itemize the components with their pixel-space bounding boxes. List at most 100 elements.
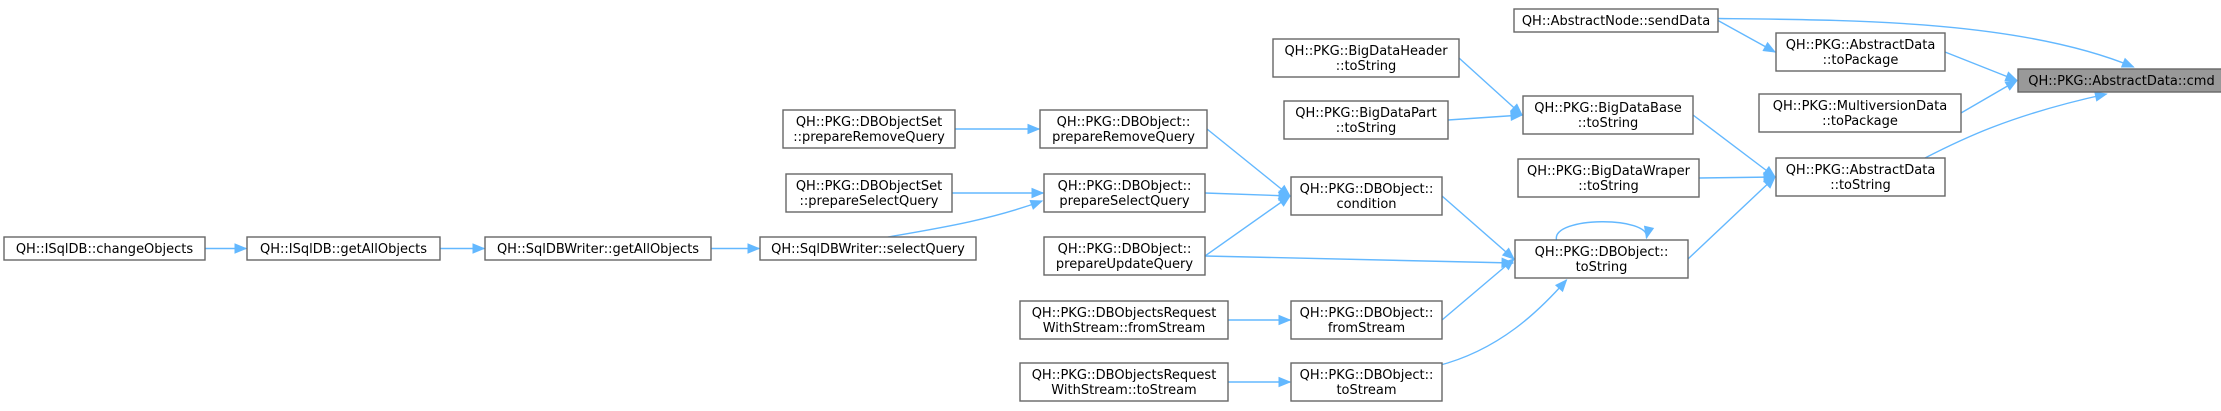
edge-arrowhead: [1027, 123, 1041, 135]
node-from-stream[interactable]: QH::PKG::DBObject::fromStream: [1290, 300, 1443, 340]
node-to-package[interactable]: QH::PKG::AbstractData::toPackage: [1775, 32, 1946, 72]
edge-prep-remove-to-condition: [1206, 128, 1292, 197]
edge-change-objects-to-isql-get-all: [205, 243, 248, 254]
node-label: QH::PKG::DBObject::: [1535, 245, 1669, 260]
node-label: QH::ISqlDB::getAllObjects: [260, 242, 427, 257]
node-box: [1775, 157, 1946, 197]
edge-bdp-to-string-to-bdb-to-string: [1447, 110, 1524, 122]
edge-line: [1687, 176, 1776, 260]
node-box: [785, 173, 953, 213]
node-label: ::toString: [1336, 121, 1397, 136]
node-label: WithStream::fromStream: [1043, 321, 1206, 336]
node-label: prepareRemoveQuery: [1052, 130, 1195, 145]
node-dbo-to-string[interactable]: QH::PKG::DBObject::toString: [1514, 239, 1689, 279]
node-label: ::toPackage: [1822, 114, 1898, 129]
edge-line: [1206, 128, 1291, 197]
edge-ad-to-string-to-cmd: [1924, 91, 2108, 159]
node-label: QH::PKG::DBObjectSet: [796, 179, 942, 194]
node-label: QH::PKG::DBObject::: [1058, 242, 1192, 257]
edge-arrowhead: [1501, 247, 1515, 260]
edge-arrowhead: [1278, 376, 1292, 388]
node-writer-get-all[interactable]: QH::SqlDBWriter::getAllObjects: [484, 236, 712, 261]
node-set-prep-remove[interactable]: QH::PKG::DBObjectSet::prepareRemoveQuery: [782, 109, 956, 149]
node-label: QH::PKG::DBObject::: [1300, 182, 1434, 197]
node-select-query[interactable]: QH::SqlDBWriter::selectQuery: [759, 236, 977, 261]
edge-dbo-to-string-to-dbo-to-string: [1555, 221, 1655, 241]
node-label: QH::PKG::AbstractData: [1786, 38, 1936, 53]
node-prep-select[interactable]: QH::PKG::DBObject::prepareSelectQuery: [1043, 173, 1206, 213]
edge-set-prep-remove-to-prep-remove: [955, 123, 1041, 135]
node-label: QH::PKG::BigDataPart: [1295, 106, 1436, 121]
node-isql-get-all[interactable]: QH::ISqlDB::getAllObjects: [246, 236, 441, 261]
node-cmd[interactable]: QH::PKG::AbstractData::cmd: [2017, 68, 2221, 93]
node-req-from-stream[interactable]: QH::PKG::DBObjectsRequestWithStream::fro…: [1019, 300, 1229, 340]
edge-arrowhead: [1763, 176, 1776, 189]
edge-line: [1717, 17, 2134, 68]
node-label: WithStream::toStream: [1051, 383, 1196, 398]
node-label: QH::PKG::BigDataWraper: [1527, 164, 1691, 179]
node-label: ::toPackage: [1823, 53, 1899, 68]
edge-send-data-to-to-package: [1717, 19, 1777, 53]
edge-arrowhead: [2004, 79, 2019, 91]
edge-to-package-to-cmd: [1944, 51, 2019, 82]
node-label: ::toString: [1336, 59, 1397, 74]
edge-to-stream-to-dbo-to-string: [1436, 279, 1568, 367]
node-label: fromStream: [1328, 321, 1405, 336]
edge-line: [1924, 93, 2107, 159]
node-send-data[interactable]: QH::AbstractNode::sendData: [1513, 8, 1719, 33]
node-mv-to-package[interactable]: QH::PKG::MultiversionData::toPackage: [1758, 93, 1962, 133]
edge-line: [1555, 221, 1648, 241]
node-condition[interactable]: QH::PKG::DBObject::condition: [1290, 176, 1443, 216]
node-box: [1775, 32, 1946, 72]
edge-req-to-stream-to-to-stream: [1228, 376, 1292, 388]
edge-line: [1692, 114, 1776, 178]
node-box: [1272, 38, 1460, 78]
node-req-to-stream[interactable]: QH::PKG::DBObjectsRequestWithStream::toS…: [1019, 362, 1229, 402]
node-label: QH::PKG::DBObject::: [1300, 306, 1434, 321]
node-label: QH::PKG::DBObject::: [1300, 368, 1434, 383]
node-label: QH::SqlDBWriter::getAllObjects: [497, 242, 699, 257]
edge-set-prep-select-to-prep-select: [952, 187, 1045, 199]
edge-arrowhead: [1762, 41, 1777, 53]
edge-req-from-stream-to-from-stream: [1228, 314, 1292, 326]
edge-arrowhead: [1277, 195, 1292, 207]
node-label: condition: [1336, 197, 1396, 212]
edge-line: [1441, 195, 1515, 260]
edge-line: [887, 200, 1043, 238]
node-box: [1283, 100, 1449, 140]
node-box: [1043, 236, 1206, 276]
node-label: QH::PKG::DBObjectSet: [796, 115, 942, 130]
edge-isql-get-all-to-writer-get-all: [440, 243, 486, 254]
edge-arrowhead: [1554, 279, 1568, 293]
edges-layer: [205, 17, 2135, 388]
node-change-objects[interactable]: QH::ISqlDB::changeObjects: [3, 236, 206, 261]
node-ad-to-string[interactable]: QH::PKG::AbstractData::toString: [1775, 157, 1946, 197]
node-prep-remove[interactable]: QH::PKG::DBObject::prepareRemoveQuery: [1039, 109, 1208, 149]
node-box: [484, 236, 712, 261]
node-label: ::toString: [1578, 116, 1639, 131]
node-label: QH::PKG::DBObjectsRequest: [1032, 306, 1217, 321]
node-box: [2017, 68, 2221, 93]
edge-from-stream-to-dbo-to-string: [1441, 258, 1516, 321]
node-label: toStream: [1336, 383, 1396, 398]
node-label: QH::ISqlDB::changeObjects: [16, 242, 194, 257]
node-box: [782, 109, 956, 149]
node-bdp-to-string[interactable]: QH::PKG::BigDataPart::toString: [1283, 100, 1449, 140]
node-label: QH::PKG::DBObjectsRequest: [1032, 368, 1217, 383]
node-set-prep-select[interactable]: QH::PKG::DBObjectSet::prepareSelectQuery: [785, 173, 953, 213]
node-label: QH::PKG::MultiversionData: [1773, 99, 1947, 114]
node-to-stream[interactable]: QH::PKG::DBObject::toStream: [1290, 362, 1443, 402]
node-prep-update[interactable]: QH::PKG::DBObject::prepareUpdateQuery: [1043, 236, 1206, 276]
edge-line: [1204, 255, 1514, 264]
edge-bdh-to-string-to-bdb-to-string: [1458, 57, 1523, 116]
edge-send-data-to-cmd: [1717, 17, 2135, 68]
node-box: [1513, 8, 1719, 33]
node-bdb-to-string[interactable]: QH::PKG::BigDataBase::toString: [1522, 95, 1694, 135]
node-bdw-to-string[interactable]: QH::PKG::BigDataWraper::toString: [1517, 158, 1700, 198]
edge-mv-to-package-to-cmd: [1960, 79, 2019, 114]
edge-arrowhead: [1510, 110, 1524, 122]
node-label: QH::AbstractNode::sendData: [1522, 14, 1710, 29]
node-bdh-to-string[interactable]: QH::PKG::BigDataHeader::toString: [1272, 38, 1460, 78]
edge-arrowhead: [2004, 71, 2019, 82]
edge-arrowhead: [1031, 187, 1045, 199]
